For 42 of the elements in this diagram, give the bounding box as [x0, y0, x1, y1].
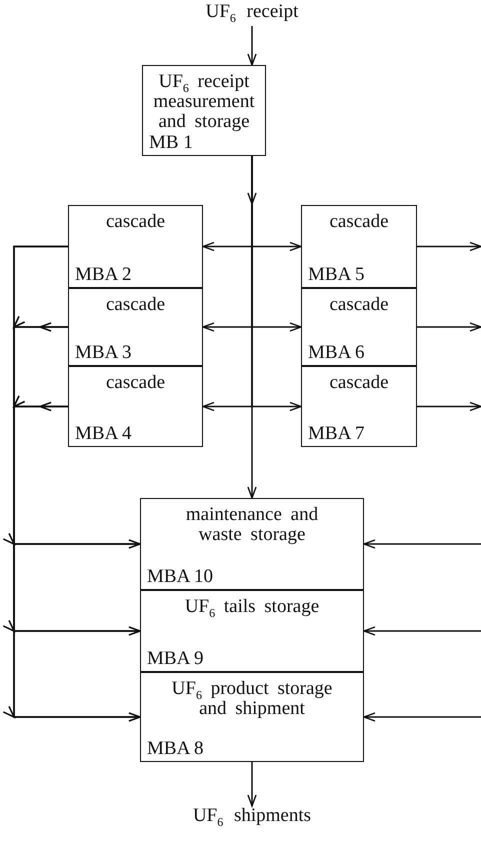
area-code: MBA 8 — [147, 739, 204, 759]
box-label: UF$_{6}$ receipt measurement and storage — [152, 70, 256, 132]
box-label: cascade — [104, 210, 166, 232]
arrow — [363, 539, 481, 549]
arrow — [3, 396, 140, 722]
area-code: MBA 10 — [147, 567, 213, 587]
process-box — [68, 205, 203, 288]
flow-label: UF$_{6}$ shipments — [180, 806, 324, 832]
arrow — [417, 402, 481, 412]
box-label: UF$_{6}$ tails storage — [184, 595, 320, 617]
process-box — [301, 288, 417, 366]
arrow — [247, 26, 257, 66]
box-label: cascade — [104, 371, 166, 393]
process-box — [140, 590, 364, 672]
area-code: MBA 5 — [308, 265, 364, 285]
area-code: MBA 7 — [308, 424, 364, 444]
box-label: cascade — [328, 371, 390, 393]
process-box — [140, 498, 364, 590]
box-label: cascade — [104, 293, 166, 315]
arrow — [363, 712, 481, 722]
box-label: cascade — [328, 210, 390, 232]
box-label: cascade — [328, 293, 390, 315]
area-code: MBA 9 — [147, 649, 204, 669]
process-box — [142, 65, 266, 156]
arrow — [417, 242, 481, 252]
area-code: MBA 4 — [75, 424, 132, 444]
arrow — [417, 322, 481, 332]
process-box — [140, 672, 364, 762]
area-code: MBA 3 — [75, 343, 132, 363]
box-label: maintenance and waste storage — [184, 503, 320, 545]
area-code: MB 1 — [149, 133, 193, 153]
flow-label: UF$_{6}$ receipt — [190, 2, 314, 26]
area-code: MBA 2 — [75, 265, 132, 285]
process-box — [301, 205, 417, 288]
arrow — [363, 626, 481, 636]
process-box — [68, 288, 203, 366]
arrow — [247, 156, 257, 498]
area-code: MBA 6 — [308, 343, 364, 363]
process-box — [301, 366, 417, 447]
box-label: UF$_{6}$ product storage and shipment — [170, 677, 334, 719]
arrow — [247, 762, 257, 807]
process-box — [68, 366, 203, 447]
